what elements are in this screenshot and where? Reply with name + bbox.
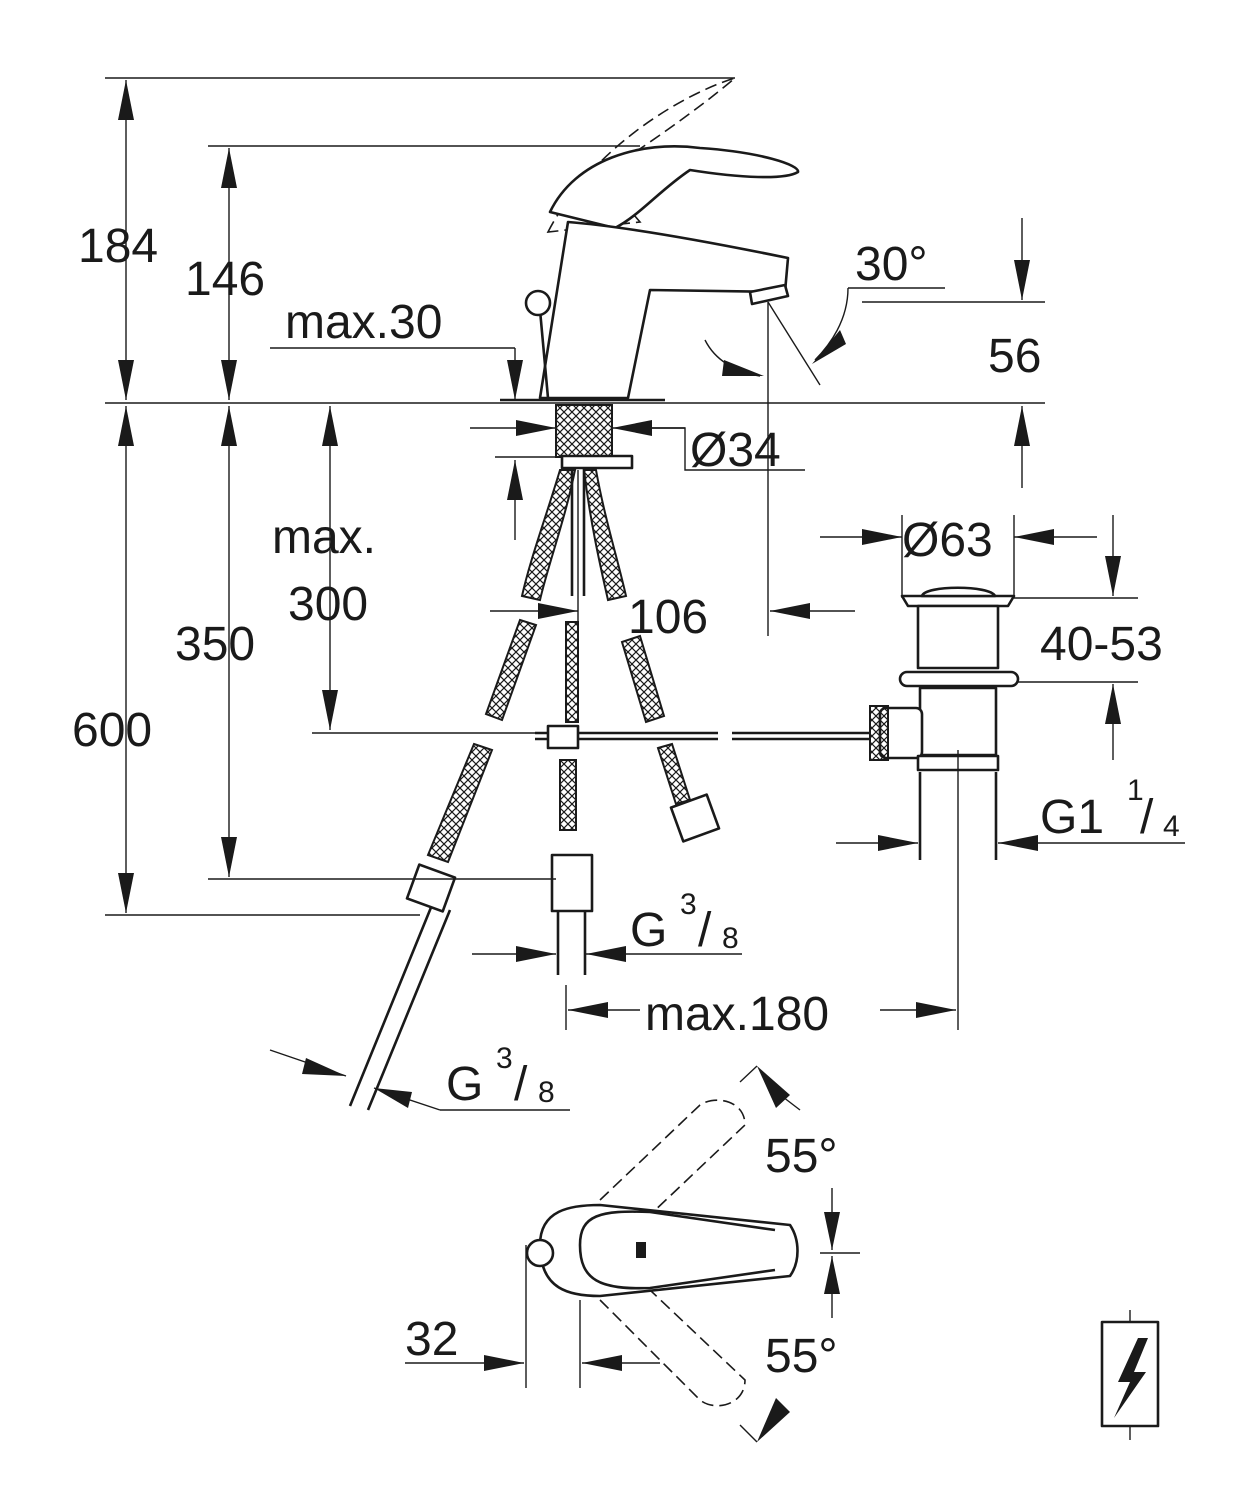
svg-text:/: / bbox=[1140, 791, 1154, 844]
lever bbox=[548, 144, 800, 230]
svg-text:1: 1 bbox=[1127, 774, 1144, 807]
label-30-degrees: 30° bbox=[855, 238, 928, 291]
svg-text:G1: G1 bbox=[1040, 791, 1104, 844]
lever-rotated-right bbox=[599, 1289, 746, 1407]
hose-left-mid bbox=[484, 618, 538, 722]
mounting-and-hoses bbox=[348, 404, 870, 1111]
svg-text:G: G bbox=[630, 904, 667, 957]
label-300: 300 bbox=[288, 578, 368, 631]
hose-left-nut bbox=[405, 863, 457, 913]
top-lever-inner bbox=[578, 1210, 776, 1246]
svg-text:8: 8 bbox=[538, 1076, 555, 1109]
waste-cap bbox=[920, 586, 997, 598]
label-max: max. bbox=[272, 511, 376, 564]
hose-right-mid bbox=[620, 634, 666, 724]
faucet-side-view bbox=[500, 77, 800, 402]
lightning-bolt-icon bbox=[1100, 1310, 1160, 1440]
spout-aerator bbox=[748, 283, 790, 306]
waste-gasket bbox=[898, 670, 1020, 688]
svg-text:G: G bbox=[446, 1058, 483, 1111]
svg-text:3: 3 bbox=[680, 888, 697, 921]
svg-text:8: 8 bbox=[722, 922, 739, 955]
label-32: 32 bbox=[405, 1313, 458, 1366]
label-g1-1-4: G1 1 / 4 bbox=[1040, 774, 1180, 844]
hose-center-nut bbox=[550, 853, 594, 913]
label-34-diameter: Ø34 bbox=[690, 424, 781, 477]
popup-rod bbox=[538, 309, 550, 399]
label-g-3-8-left: G 3 / 8 bbox=[446, 1042, 555, 1111]
mounting-nut bbox=[560, 454, 634, 470]
hose-long-left-lower bbox=[348, 904, 452, 1111]
svg-text:/: / bbox=[698, 904, 712, 957]
rod-clamp bbox=[546, 724, 580, 750]
dimension-lines bbox=[105, 77, 1185, 1111]
label-146: 146 bbox=[185, 253, 265, 306]
waste-knurled-nut bbox=[869, 705, 889, 761]
faucet-top-view bbox=[405, 1065, 860, 1443]
hose-right-lower bbox=[656, 742, 692, 806]
hose-long-left bbox=[426, 742, 494, 864]
label-max180: max.180 bbox=[645, 988, 829, 1041]
label-g-3-8-center: G 3 / 8 bbox=[630, 888, 739, 957]
label-350: 350 bbox=[175, 618, 255, 671]
label-106: 106 bbox=[628, 591, 708, 644]
label-184: 184 bbox=[78, 220, 158, 273]
label-600: 600 bbox=[72, 704, 152, 757]
threaded-stud bbox=[555, 404, 613, 458]
svg-text:/: / bbox=[514, 1058, 528, 1111]
svg-text:3: 3 bbox=[496, 1042, 513, 1075]
label-40-53: 40-53 bbox=[1040, 618, 1163, 671]
hose-upper-left bbox=[520, 469, 577, 602]
hose-center-lower bbox=[559, 759, 577, 831]
top-body bbox=[538, 1203, 799, 1298]
svg-text:4: 4 bbox=[1163, 810, 1180, 843]
dimension-labels: 184 146 max.30 30° 56 Ø34 max. 300 106 Ø… bbox=[72, 220, 1180, 1383]
waste-assembly bbox=[869, 586, 1020, 860]
label-56: 56 bbox=[988, 330, 1041, 383]
waste-pipe bbox=[918, 686, 998, 757]
top-indicator bbox=[636, 1242, 646, 1258]
hose-right-nut bbox=[669, 793, 721, 843]
label-55-degrees-bottom: 55° bbox=[765, 1330, 838, 1383]
hose-upper-right bbox=[582, 469, 628, 602]
hose-center-mid bbox=[565, 621, 579, 723]
waste-flange bbox=[900, 594, 1016, 608]
popup-knob bbox=[524, 289, 552, 317]
label-55-degrees-top: 55° bbox=[765, 1130, 838, 1183]
lever-rotated-left bbox=[599, 1099, 746, 1216]
faucet-body bbox=[538, 220, 790, 400]
label-max30: max.30 bbox=[285, 296, 442, 349]
waste-body bbox=[916, 604, 1000, 670]
label-63-diameter: Ø63 bbox=[902, 514, 993, 567]
top-popup-knob bbox=[525, 1238, 555, 1268]
